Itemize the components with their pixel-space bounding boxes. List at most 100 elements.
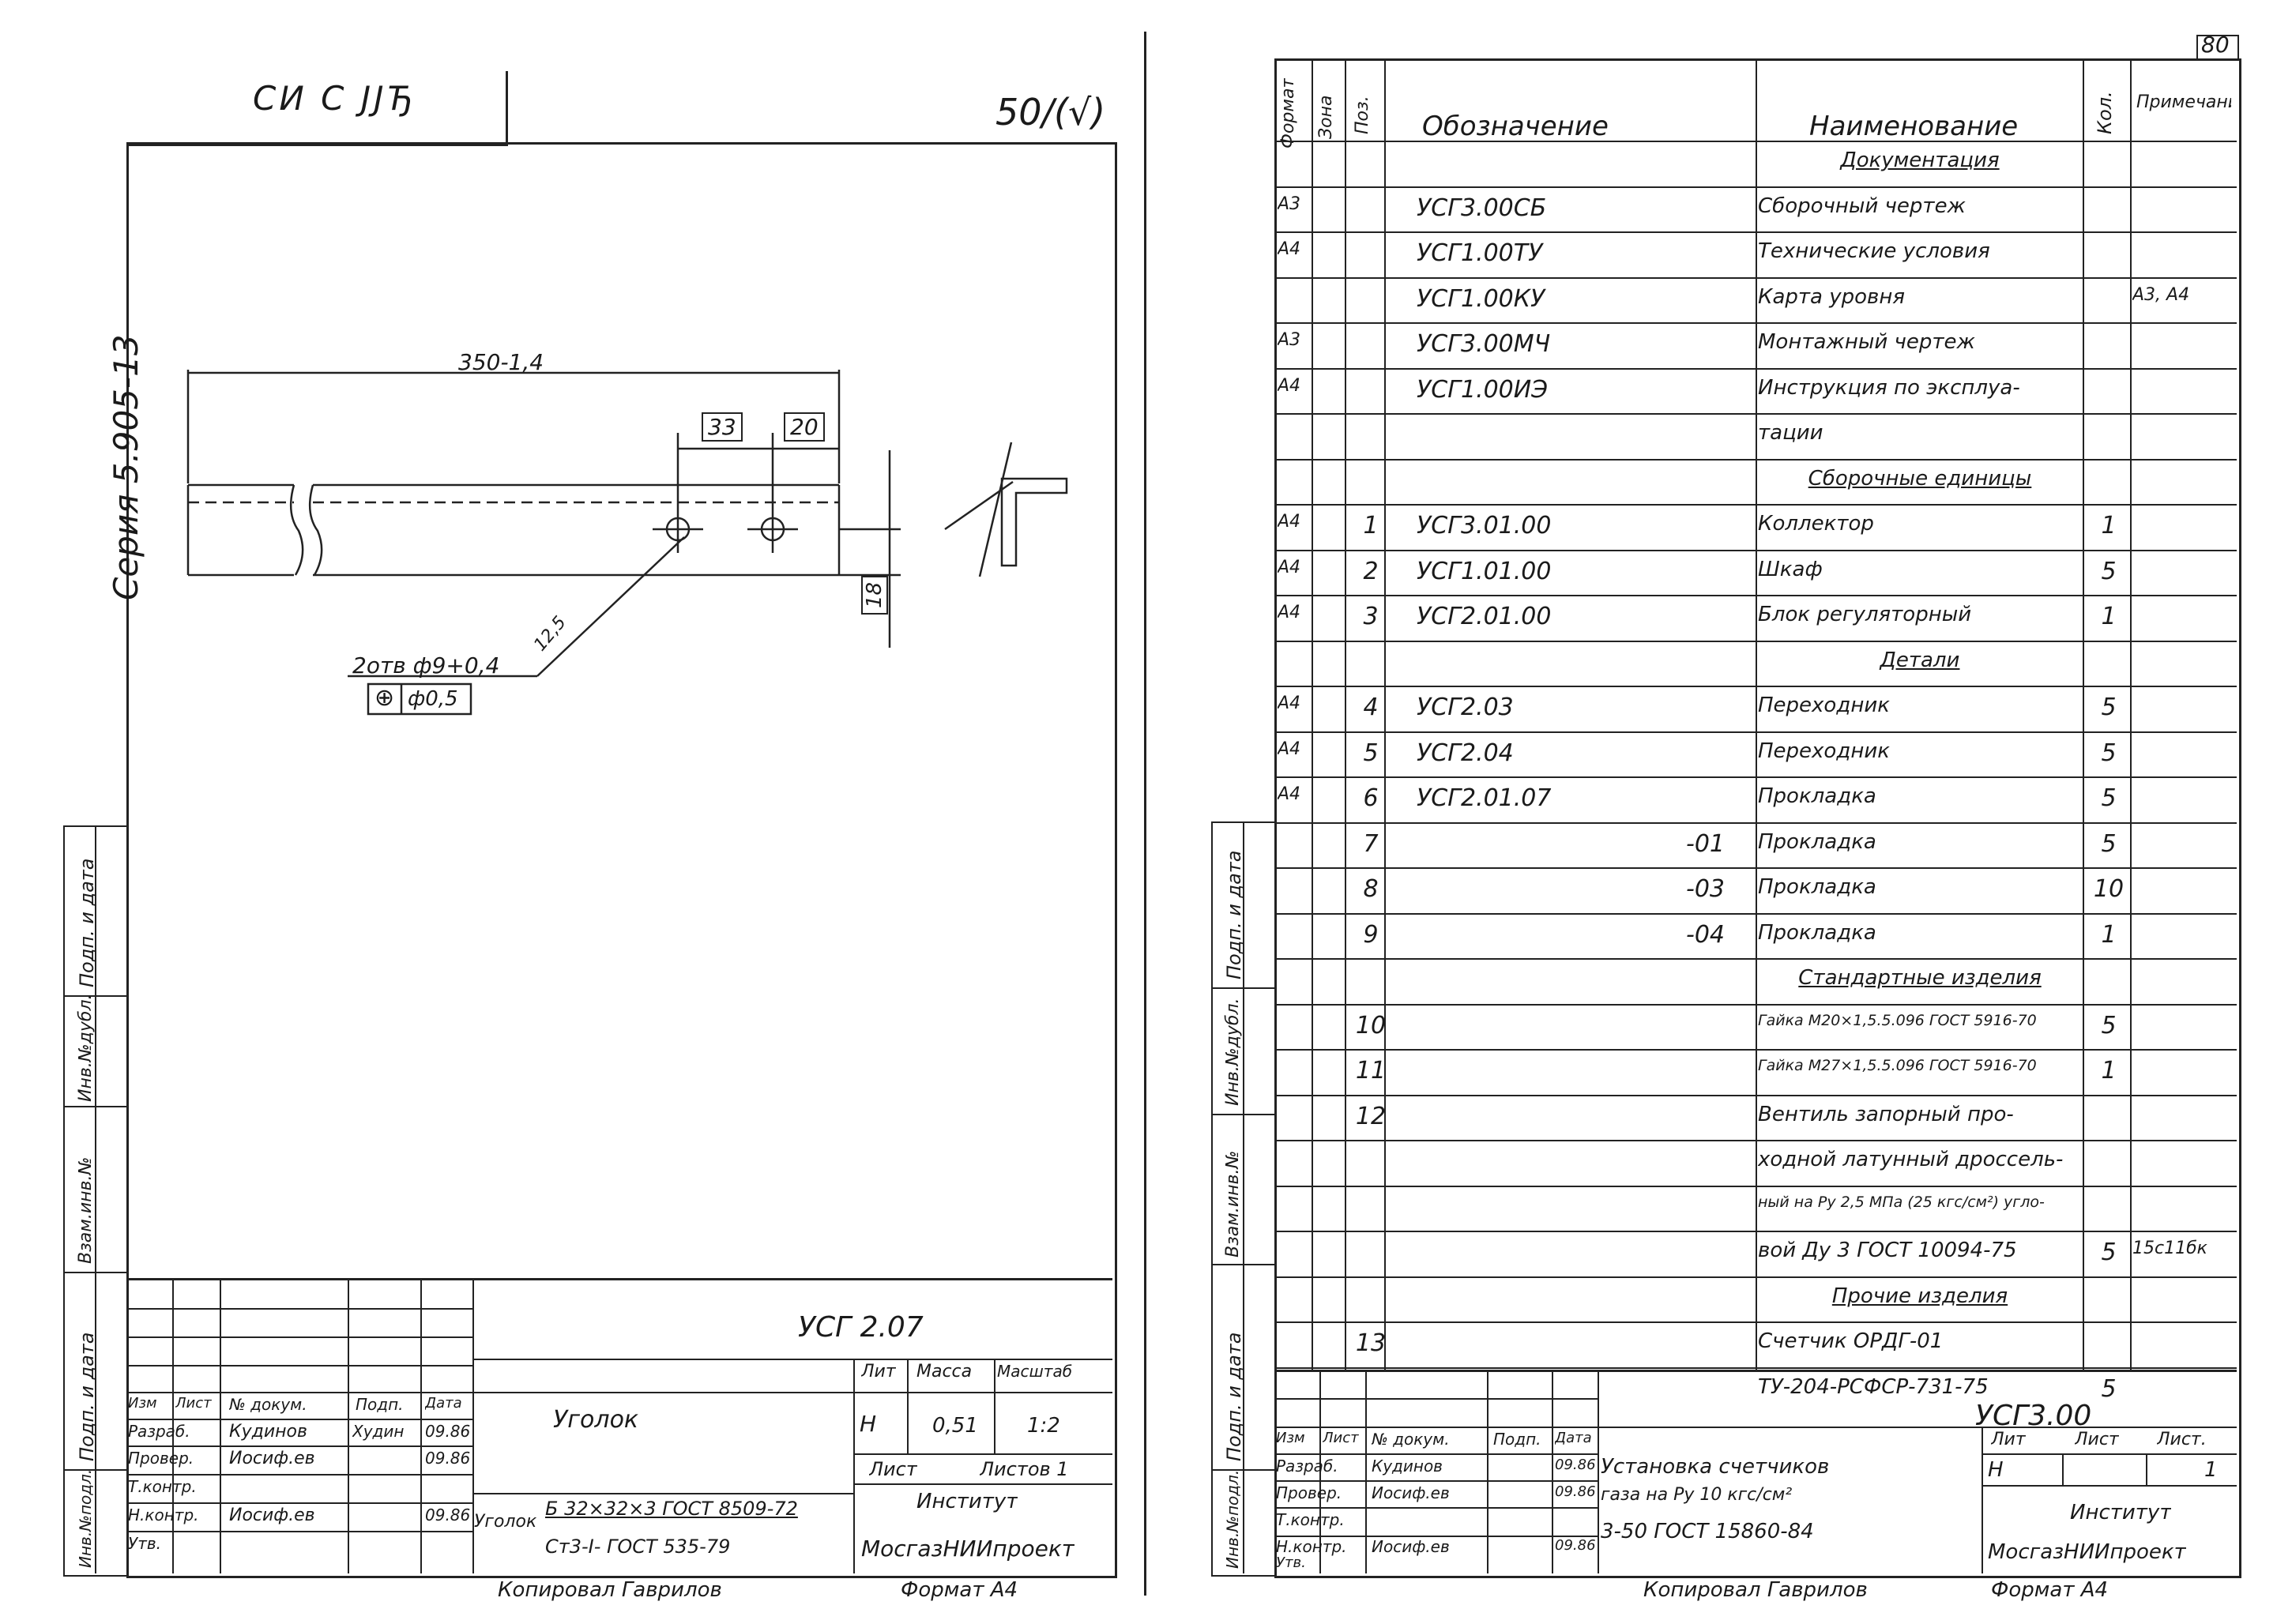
tolerance-symbol-icon: ⊕: [374, 684, 395, 712]
left-sheet-label: Лист: [869, 1458, 917, 1480]
top-stamp-box: [126, 71, 508, 146]
right-name-1: Кудинов: [1372, 1457, 1443, 1476]
right-hdr-sign: Подп.: [1493, 1430, 1541, 1449]
table-row: [1274, 731, 2237, 779]
right-date-4: 09.86: [1555, 1537, 1596, 1554]
top-stamp: СИ С ЈЈЂ: [253, 79, 416, 118]
cell-format: А4: [1278, 694, 1301, 713]
right-sheet-label: Лист: [2075, 1430, 2119, 1449]
table-row: [1274, 1231, 2237, 1278]
hdr-note: Примечание: [2136, 92, 2231, 112]
cell-name: Сборочные единицы: [1808, 466, 2032, 491]
right-title-line1: Установка счетчиков: [1601, 1455, 1830, 1479]
table-row: [1274, 231, 2237, 279]
table-row: [1274, 867, 2237, 915]
cell-name: ный на Ру 2,5 МПа (25 кгс/см²) угло-: [1758, 1193, 2045, 1211]
cell-qty: 1: [2101, 1057, 2117, 1085]
tolerance-value: ф0,5: [408, 687, 458, 711]
left-name-2: Иосиф.ев: [229, 1449, 315, 1468]
length-dim: 350-1,4: [458, 349, 544, 375]
cell-format: А4: [1278, 557, 1301, 577]
cell-name: Вентиль запорный про-: [1758, 1102, 2014, 1126]
cell-format: А4: [1278, 375, 1301, 396]
cell-name: Счетчик ОРДГ-01: [1758, 1329, 1944, 1353]
cell-designation: УСГ2.01.07: [1417, 784, 1552, 812]
left-lit-value: Н: [860, 1411, 877, 1437]
cell-name: ходной латунный дроссель-: [1758, 1148, 2064, 1171]
right-hdr-list: Лист: [1323, 1430, 1359, 1446]
table-row: [1274, 186, 2237, 234]
left-role-2: Провер.: [128, 1449, 194, 1468]
cell-designation: УСГ1.00КУ: [1417, 284, 1545, 313]
cell-designation: УСГ3.01.00: [1417, 512, 1552, 539]
angle-drawing: [186, 370, 1068, 716]
table-row: [1274, 1276, 2237, 1324]
cell-name: Документация: [1840, 148, 2000, 172]
cell-name: Стандартные изделия: [1798, 966, 2042, 990]
table-row: [1274, 141, 2237, 188]
dim-33: 33: [702, 412, 743, 442]
cell-pos: 3: [1363, 603, 1379, 630]
cell-qty: 5: [2101, 694, 2117, 721]
left-strip-label-5: Инв.№подл.: [76, 1468, 95, 1568]
cell-designation: -04: [1686, 920, 1725, 949]
table-row: [1274, 912, 2237, 960]
left-hdr-date: Дата: [425, 1395, 462, 1412]
hdr-name: Наименование: [1809, 111, 2019, 142]
right-sheets-label: Лист.: [2157, 1430, 2207, 1449]
left-title-code: УСГ 2.07: [798, 1311, 924, 1344]
cell-name: Прокладка: [1758, 784, 1876, 808]
cell-designation: УСГ2.03: [1417, 694, 1514, 721]
cell-qty: 5: [2101, 739, 2117, 767]
table-row: [1274, 686, 2237, 733]
cell-pos: 4: [1363, 694, 1379, 721]
left-scale-value: 1:2: [1027, 1414, 1060, 1438]
cell-qty: 5: [2101, 784, 2117, 812]
cell-pos: 11: [1355, 1057, 1387, 1085]
cell-designation: -03: [1686, 875, 1725, 903]
right-name-2: Иосиф.ев: [1372, 1483, 1450, 1502]
cell-pos: 7: [1363, 829, 1379, 858]
right-date-1: 09.86: [1555, 1457, 1596, 1473]
left-name-1: Кудинов: [229, 1422, 307, 1442]
right-title-line2: газа на Ру 10 кгс/см²: [1601, 1485, 1793, 1505]
cell-name: Инструкция по эксплуа-: [1758, 375, 2020, 400]
left-col-lit: Лит: [861, 1362, 896, 1382]
left-role-1: Разраб.: [128, 1422, 190, 1441]
left-role-4: Н.контр.: [128, 1506, 199, 1524]
left-col-scale: Масштаб: [997, 1362, 1073, 1381]
cell-name: Детали: [1880, 648, 1960, 672]
table-row: [1274, 1321, 2237, 1369]
table-row: [1274, 413, 2237, 461]
right-institute: Институт: [2070, 1501, 2172, 1524]
cell-qty: 1: [2101, 920, 2117, 949]
table-row: [1274, 776, 2237, 824]
sheet-divider: [1144, 32, 1146, 1596]
right-strip-label-3: Взам.инв.№: [1223, 1150, 1243, 1257]
table-row: [1274, 549, 2237, 597]
cell-name: Коллектор: [1758, 512, 1874, 536]
right-title-code: УСГ3.00: [1975, 1400, 2092, 1432]
left-strip-label-1: Подп. и дата: [76, 858, 98, 988]
right-strip-label-4: Подп. и дата: [1223, 1332, 1245, 1462]
left-hdr-sign: Подп.: [356, 1395, 404, 1414]
cell-designation: УСГ2.01.00: [1417, 603, 1552, 630]
cell-name: Блок регуляторный: [1758, 603, 1972, 626]
cell-format: А4: [1278, 739, 1301, 759]
cell-qty: 5: [2101, 1011, 2117, 1039]
cell-designation: УСГ3.00СБ: [1417, 194, 1547, 222]
right-lit: Лит: [1991, 1430, 2026, 1449]
right-org: МосгазНИИпроект: [1988, 1540, 2186, 1564]
cell-format: А4: [1278, 239, 1301, 259]
hdr-designation: Обозначение: [1422, 111, 1609, 142]
cell-pos: 9: [1363, 920, 1379, 949]
right-role-4: Н.контр.: [1276, 1537, 1347, 1556]
cell-name: Переходник: [1758, 694, 1890, 717]
right-footer-format: Формат А4: [1991, 1578, 2109, 1602]
left-date-4: 09.86: [425, 1506, 471, 1524]
cell-pos: 1: [1363, 512, 1379, 539]
table-row: [1274, 1140, 2237, 1187]
table-row: [1274, 1094, 2237, 1142]
table-row: [1274, 1049, 2237, 1096]
right-role-1: Разраб.: [1276, 1457, 1338, 1476]
